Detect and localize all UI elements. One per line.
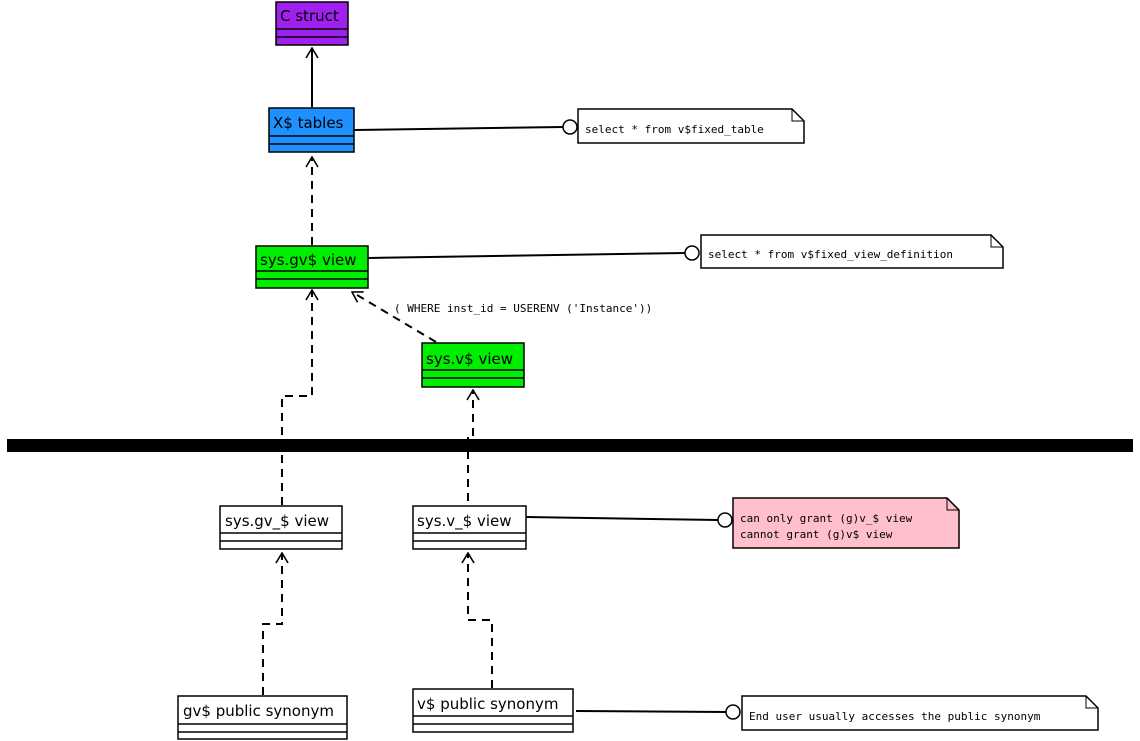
lollipop-ends	[562, 119, 741, 720]
class-box	[412, 688, 574, 733]
note-shape	[577, 108, 805, 144]
note-text: select * from v$fixed_table	[585, 123, 764, 136]
edge-vsyn-to-vunderscore	[468, 553, 493, 688]
class-sys-v-underscore-view[interactable]: sys.v_$ view	[412, 505, 527, 550]
lollipop-circle	[725, 704, 741, 720]
note-text: cannot grant (g)v$ view	[740, 528, 893, 541]
class-box	[421, 342, 525, 388]
lollipop-circle	[684, 245, 700, 261]
note-text: End user usually accesses the public syn…	[749, 710, 1041, 723]
class-sys-gv-view[interactable]: sys.gv$ view	[255, 245, 369, 289]
class-box	[255, 245, 369, 289]
note-link-fixed-view-definition	[367, 252, 686, 259]
class-c-struct[interactable]: C struct	[275, 1, 349, 46]
class-title: sys.v_$ view	[417, 512, 512, 531]
class-title: gv$ public synonym	[183, 702, 334, 720]
class-title: v$ public synonym	[417, 695, 558, 713]
class-title: X$ tables	[273, 114, 344, 132]
note-shape	[732, 497, 960, 549]
note-grant[interactable]: can only grant (g)v_$ view cannot grant …	[732, 497, 960, 549]
note-link-end-user	[575, 710, 727, 713]
note-link-grant	[525, 516, 719, 521]
class-box	[412, 505, 527, 550]
class-x-tables[interactable]: X$ tables	[268, 107, 355, 153]
class-sys-gv-underscore-view[interactable]: sys.gv_$ view	[219, 505, 343, 550]
edge-vview-to-gvview	[352, 291, 437, 343]
connectors	[262, 48, 727, 713]
class-box	[219, 505, 343, 550]
layer-separator	[7, 439, 1133, 452]
class-gv-public-synonym[interactable]: gv$ public synonym	[177, 695, 348, 740]
note-end-user[interactable]: End user usually accesses the public syn…	[741, 695, 1099, 731]
class-title: sys.gv$ view	[260, 251, 357, 269]
note-fixed-view-definition[interactable]: select * from v$fixed_view_definition	[700, 234, 1004, 269]
edge-vunderscore-to-vview	[468, 390, 473, 515]
note-fixed-table[interactable]: select * from v$fixed_table	[577, 108, 805, 144]
class-box	[275, 1, 349, 46]
class-title: sys.gv_$ view	[225, 512, 329, 531]
lollipop-circle	[562, 119, 578, 135]
edge-gvunderscore-to-gvview	[281, 290, 312, 505]
class-title: sys.v$ view	[426, 350, 513, 368]
class-sys-v-view[interactable]: sys.v$ view	[421, 342, 525, 388]
note-text: select * from v$fixed_view_definition	[708, 248, 953, 261]
note-shape	[741, 695, 1099, 731]
edge-label-instance-filter: ( WHERE inst_id = USERENV ('Instance'))	[394, 302, 652, 315]
note-shape	[700, 234, 1004, 269]
class-title: C struct	[280, 7, 339, 25]
class-v-public-synonym[interactable]: v$ public synonym	[412, 688, 574, 733]
note-link-fixed-table	[353, 126, 564, 131]
edge-gvsyn-to-gvunderscore	[262, 553, 282, 695]
lollipop-circle	[717, 512, 733, 528]
note-text: can only grant (g)v_$ view	[740, 512, 913, 525]
